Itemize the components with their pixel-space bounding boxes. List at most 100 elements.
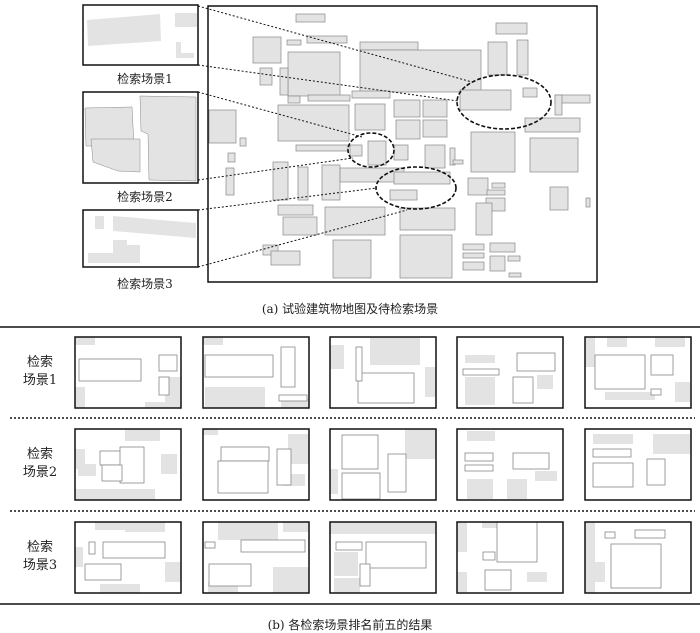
matched-building: [464, 452, 494, 462]
building: [585, 197, 591, 208]
building: [507, 255, 521, 262]
row-label-1: 检索场景1: [22, 355, 58, 388]
building: [489, 255, 506, 272]
building: [286, 39, 302, 46]
building: [349, 144, 363, 157]
building: [655, 337, 685, 347]
matched-building: [604, 531, 616, 539]
matched-building: [594, 354, 646, 390]
building: [462, 243, 485, 251]
building: [585, 337, 595, 367]
building: [287, 95, 301, 104]
row-label-2: 检索场景2: [22, 447, 58, 480]
building: [393, 99, 421, 118]
result-thumbnail-row3-rank1: [74, 521, 182, 594]
matched-building: [99, 450, 123, 466]
result-thumbnail-row1-rank4: [456, 336, 564, 409]
thumbnail-frame: [584, 428, 692, 501]
building: [516, 39, 529, 76]
building: [605, 392, 655, 400]
building: [585, 522, 595, 593]
building: [161, 454, 177, 474]
building: [537, 375, 553, 389]
matched-building: [484, 569, 512, 591]
building: [307, 94, 351, 102]
building: [535, 471, 557, 481]
building: [175, 13, 197, 27]
building: [334, 552, 358, 576]
building: [395, 119, 421, 140]
matched-building: [650, 388, 662, 396]
building: [422, 99, 448, 118]
thumbnail-frame: [74, 428, 182, 501]
building: [252, 36, 282, 64]
matched-building: [240, 539, 306, 553]
building: [351, 90, 391, 99]
thumbnail-frame: [456, 521, 564, 594]
thumbnail-frame: [329, 428, 437, 501]
matched-building: [512, 376, 534, 404]
query-scene-insets: [82, 4, 199, 268]
building: [287, 51, 341, 97]
building: [527, 572, 547, 582]
building: [359, 49, 482, 93]
building: [288, 434, 309, 464]
building: [393, 171, 451, 185]
matched-building: [516, 352, 556, 372]
building: [75, 387, 85, 408]
thumbnail-frame: [329, 521, 437, 594]
thumbnail-frame: [456, 336, 564, 409]
building: [277, 204, 314, 216]
building: [75, 449, 85, 469]
matched-building: [278, 394, 308, 402]
result-thumbnail-row2-rank3: [329, 428, 437, 501]
building: [321, 164, 341, 201]
result-thumbnail-row2-rank1: [74, 428, 182, 501]
building: [262, 244, 279, 256]
matched-building: [359, 563, 371, 587]
thumbnail-frame: [202, 521, 310, 594]
building: [465, 355, 495, 363]
matched-building: [512, 452, 550, 470]
building: [282, 216, 318, 236]
building: [554, 94, 563, 116]
result-thumbnail-row1-rank3: [329, 336, 437, 409]
matched-building: [462, 368, 500, 376]
building: [78, 464, 96, 476]
building: [370, 337, 420, 365]
building: [125, 429, 160, 441]
matched-building: [335, 541, 363, 551]
caption-a: (a) 试验建筑物地图及待检索场景: [261, 302, 439, 316]
building: [359, 41, 419, 51]
matched-building: [341, 434, 379, 470]
building: [87, 14, 161, 46]
building: [452, 159, 464, 165]
map-frame: [207, 5, 598, 283]
matched-building: [204, 541, 216, 549]
matched-building: [646, 458, 666, 486]
building: [139, 95, 197, 182]
building: [259, 67, 273, 86]
building: [279, 67, 289, 96]
building: [675, 382, 691, 402]
building: [324, 206, 386, 236]
building: [593, 434, 633, 444]
building: [489, 242, 516, 253]
result-thumbnail-row3-rank5: [584, 521, 692, 594]
building: [125, 522, 165, 532]
connector-lines: [197, 5, 473, 268]
building: [425, 367, 436, 397]
inset-label-2: 检索场景2: [117, 190, 173, 204]
building: [457, 572, 467, 592]
matched-building: [158, 376, 170, 396]
building: [470, 131, 516, 173]
matched-building: [204, 354, 274, 378]
building: [176, 42, 194, 58]
building: [297, 166, 309, 201]
building: [399, 234, 453, 279]
building: [165, 562, 181, 582]
building: [354, 103, 386, 131]
result-thumbnail-row3-rank3: [329, 521, 437, 594]
matched-building: [610, 543, 662, 589]
